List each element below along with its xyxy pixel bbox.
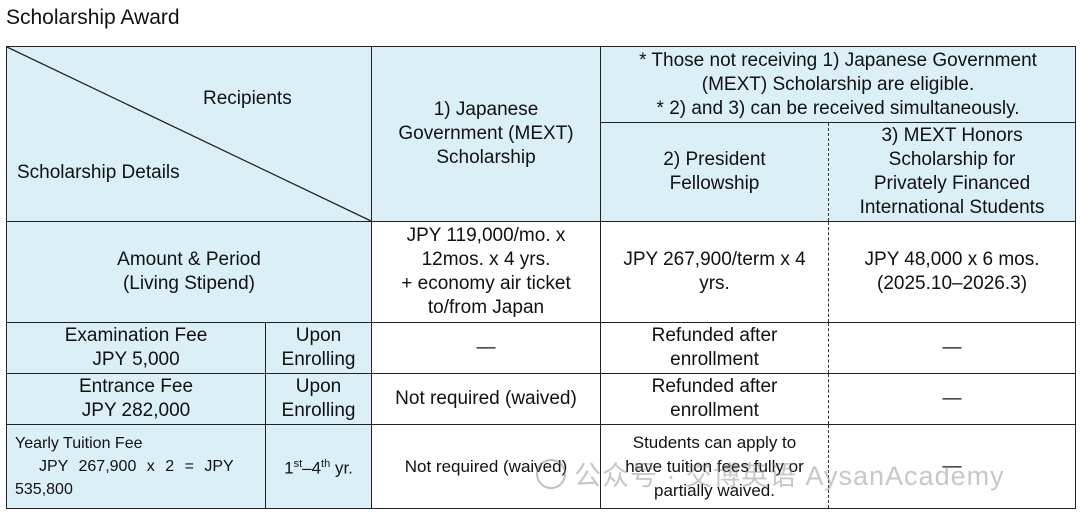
- scholarship-details-label: Scholarship Details: [17, 162, 180, 183]
- diagonal-line: [7, 47, 371, 221]
- recipients-label: Recipients: [203, 88, 292, 109]
- exam-honors: —: [827, 322, 1077, 374]
- table-row-tuition: Yearly Tuition Fee JPY 267,900 x 2 = JPY…: [6, 424, 1077, 509]
- scholarship-table: Recipients Scholarship Details 1) Japane…: [6, 46, 1077, 509]
- header-eligibility-note: * Those not receiving 1) Japanese Govern…: [599, 46, 1077, 123]
- amount-honors: JPY 48,000 x 6 mos.(2025.10–2026.3): [827, 221, 1077, 323]
- page-title: Scholarship Award: [6, 6, 180, 29]
- amount-label: Amount & Period(Living Stipend): [6, 221, 372, 323]
- exam-mext: —: [371, 322, 601, 374]
- tuition-timing: 1st–4th yr.: [265, 424, 372, 509]
- tuition-label: Yearly Tuition Fee JPY 267,900 x 2 = JPY…: [6, 424, 266, 509]
- tuition-honors: —: [827, 424, 1077, 509]
- tuition-mext: Not required (waived): [371, 424, 601, 509]
- table-row-amount: Amount & Period(Living Stipend) JPY 119,…: [6, 221, 1077, 323]
- header-diagonal-cell: Recipients Scholarship Details: [6, 46, 372, 222]
- entrance-mext: Not required (waived): [371, 373, 601, 425]
- entrance-honors: —: [827, 373, 1077, 425]
